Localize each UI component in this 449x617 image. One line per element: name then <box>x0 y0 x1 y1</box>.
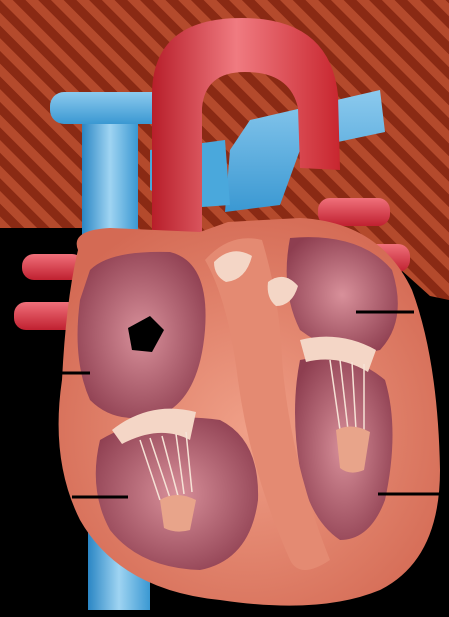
pulmonary-vein-3 <box>318 198 390 226</box>
papillary-muscle-right <box>160 495 196 532</box>
